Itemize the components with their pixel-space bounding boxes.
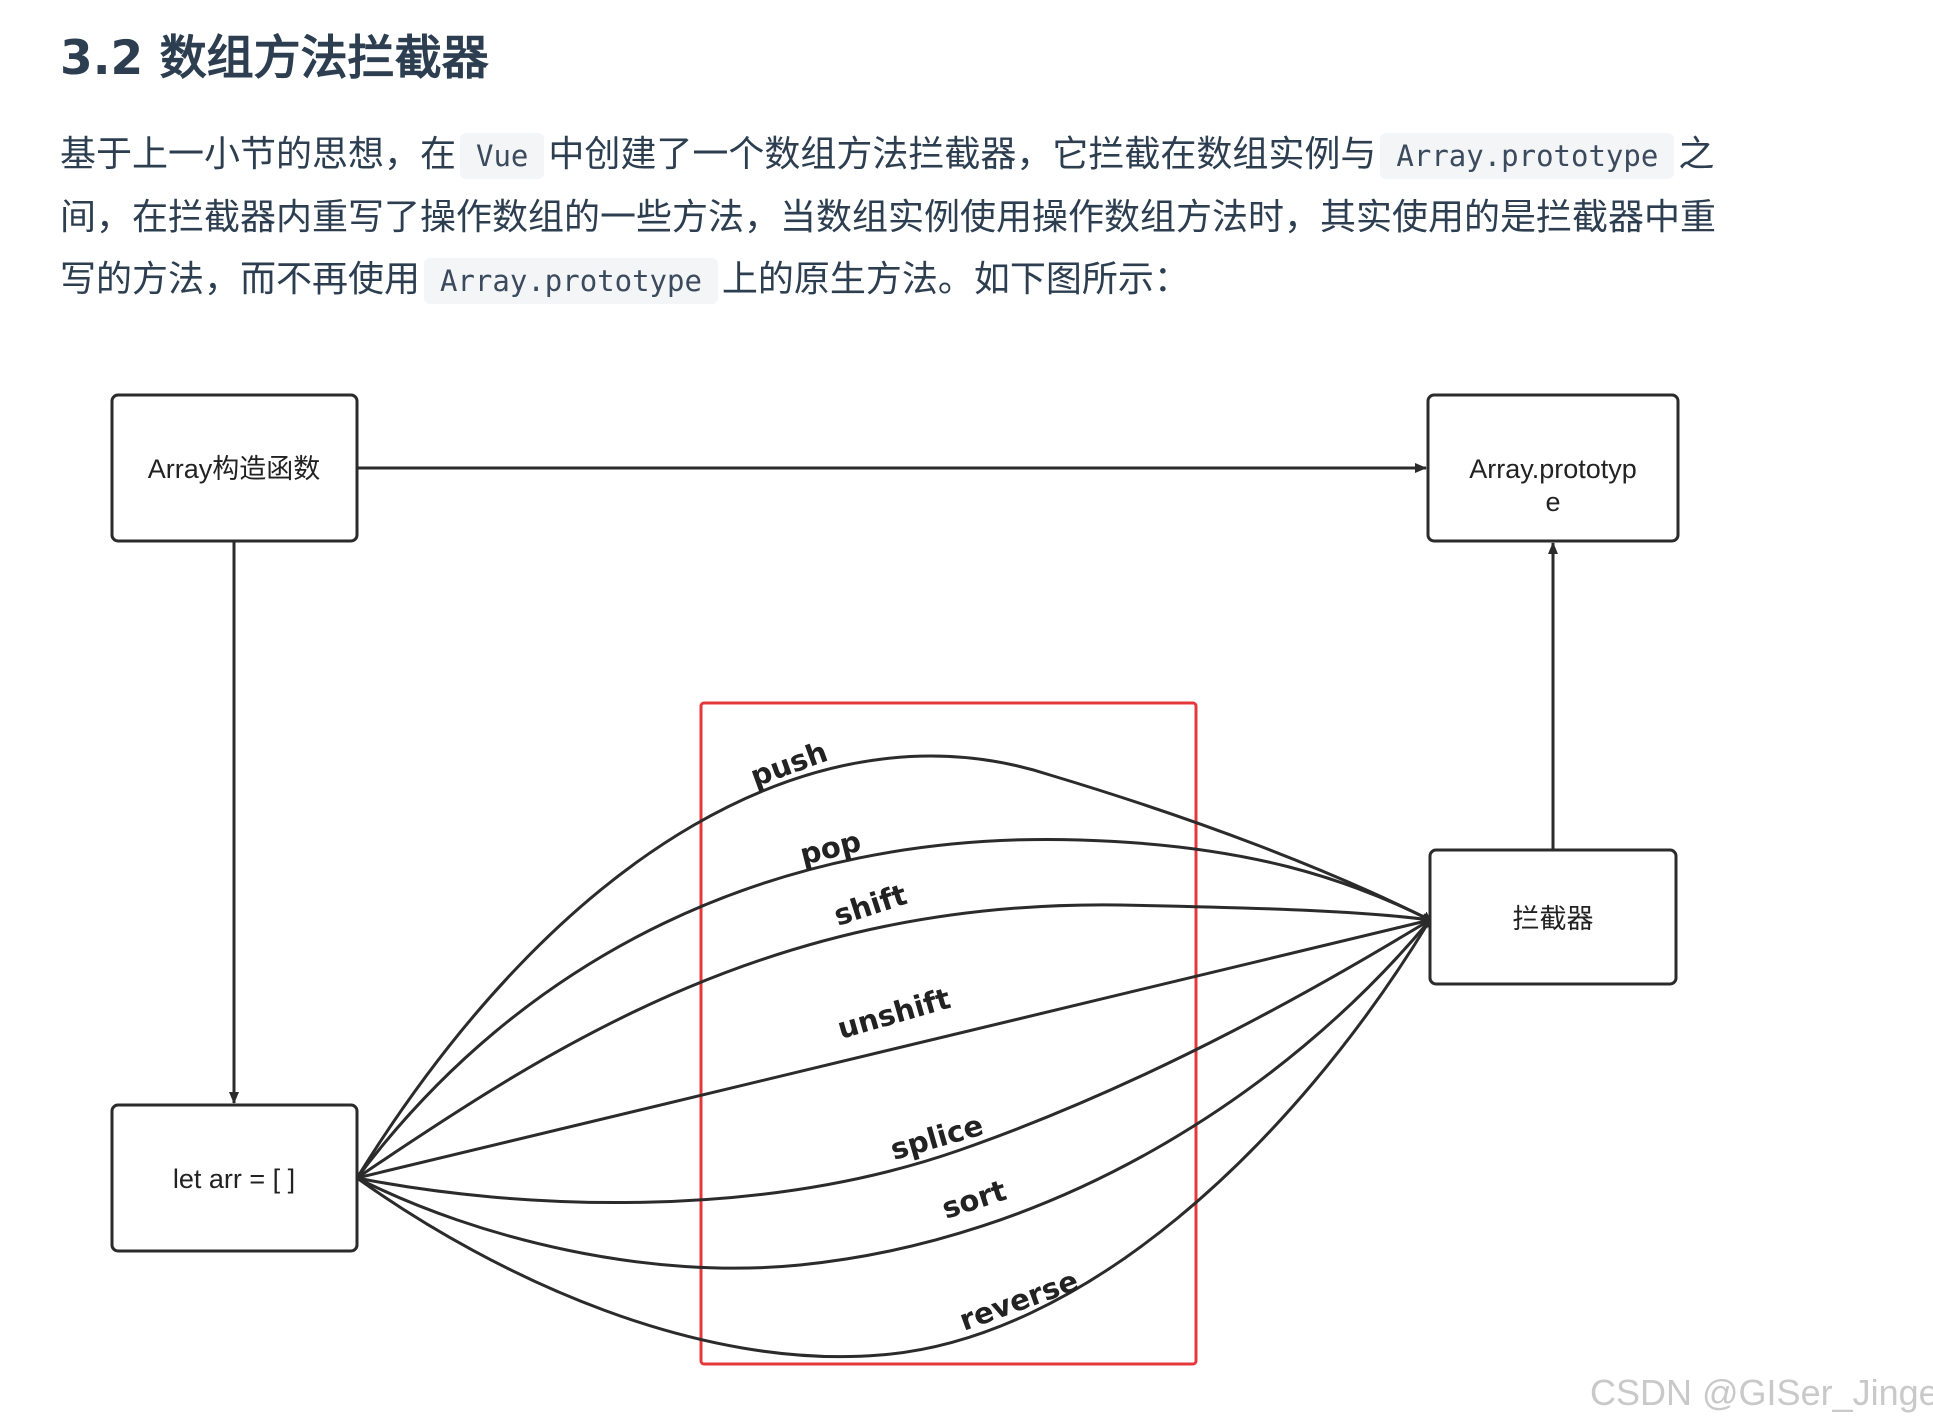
inline-code-vue: Vue bbox=[460, 133, 545, 179]
paragraph-text-2: 中创建了一个数组方法拦截器，它拦截在数组实例与 bbox=[548, 134, 1377, 175]
paragraph-text-1: 基于上一小节的思想，在 bbox=[60, 134, 457, 175]
node-arr-instance-label: let arr = [ ] bbox=[173, 1164, 295, 1194]
curve-sort bbox=[356, 919, 1432, 1270]
node-array-prototype-label-line2: e bbox=[1545, 487, 1560, 517]
curve-push bbox=[355, 754, 1431, 1179]
node-array-prototype bbox=[1426, 393, 1680, 543]
label-sort: sort bbox=[938, 1173, 1011, 1226]
curve-splice bbox=[356, 918, 1431, 1205]
paragraph-text-4: 上的原生方法。如下图所示： bbox=[721, 259, 1190, 300]
curve-reverse bbox=[356, 919, 1432, 1359]
inline-code-array-prototype: Array.prototype bbox=[1380, 133, 1675, 179]
node-array-constructor-label: Array构造函数 bbox=[148, 454, 321, 484]
curve-shift bbox=[356, 903, 1431, 1180]
curve-unshift bbox=[356, 915, 1431, 1180]
curve-pop bbox=[355, 837, 1431, 1179]
paragraph-text-3: 之间，在拦截器内重写了操作数组的一些方法，当数组实例使用操作数组方法时，其实使用… bbox=[60, 134, 1717, 300]
node-array-prototype-label-line1: Array.prototyp bbox=[1469, 454, 1637, 484]
section-heading: 3.2 数组方法拦截器 bbox=[60, 31, 489, 86]
label-reverse: reverse bbox=[955, 1263, 1083, 1337]
methods-highlight-box bbox=[699, 701, 1198, 1366]
label-pop: pop bbox=[796, 824, 864, 872]
label-push: push bbox=[746, 735, 832, 794]
csdn-watermark: CSDN @GISer_Jinger bbox=[1590, 1372, 1933, 1413]
node-interceptor-label: 拦截器 bbox=[1513, 904, 1594, 934]
inline-code-array-prototype-2: Array.prototype bbox=[424, 258, 718, 304]
label-unshift: unshift bbox=[834, 981, 955, 1046]
